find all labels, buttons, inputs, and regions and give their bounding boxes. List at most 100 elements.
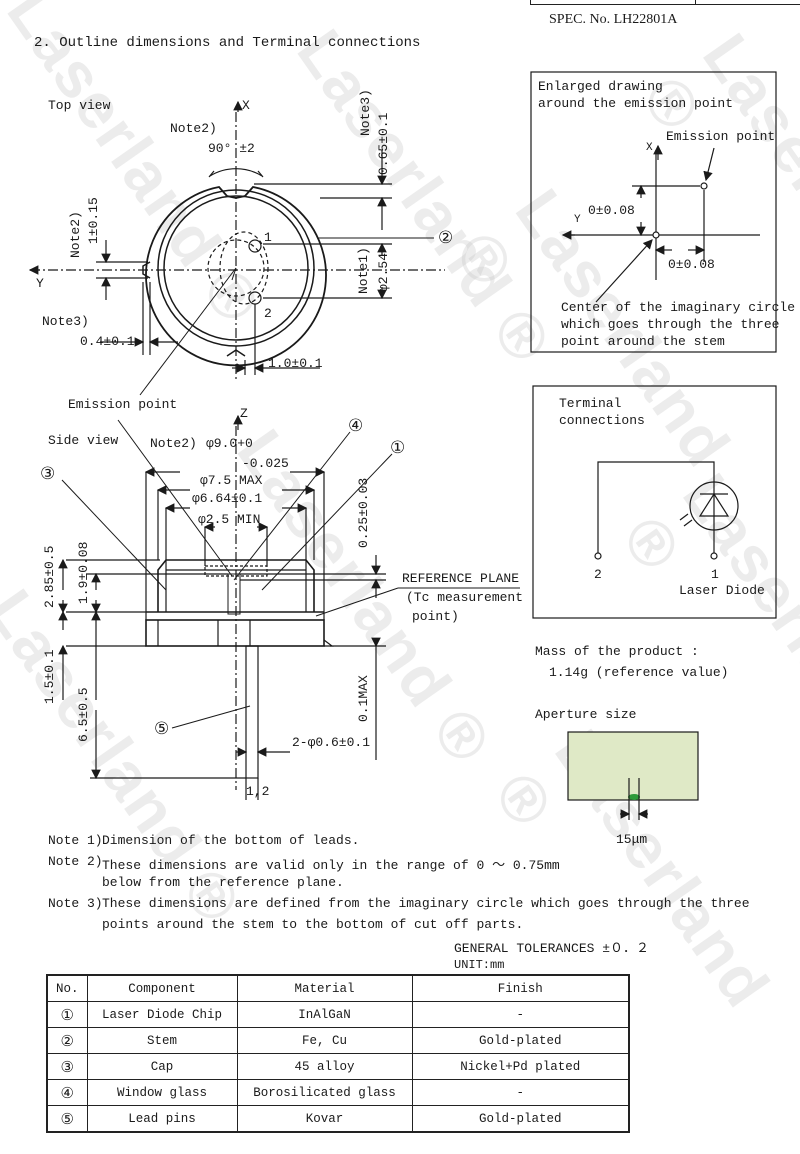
table-cell-material: 45 alloy [236,1053,413,1080]
table-cell-component: Cap [86,1053,238,1080]
dim-19: 1.9±0.08 [76,541,91,604]
enlarged-axis-x: X [646,142,653,154]
table-cell-material: InAlGaN [236,1001,413,1028]
top-axis-y-label: Y [36,276,44,291]
enlarged-axis-y: Y [574,214,581,226]
enlarged-dim-horizontal: 0±0.08 [668,257,715,272]
dim-75: φ7.5 MAX [200,473,263,488]
side-note2-label: Note2) [150,436,197,451]
note-2-text: These dimensions are valid only in the r… [102,858,560,873]
aperture-label: Aperture size [535,707,637,722]
mass-value: 1.14g (reference value) [549,665,729,680]
dim-65: 6.5±0.5 [76,687,91,742]
note-1-number: Note 1) [48,833,103,848]
enlarged-title-line1: Enlarged drawing [538,79,663,94]
angle-dimension: 90° ±2 [208,141,255,156]
table-row: ③ Cap 45 alloy Nickel+Pd plated [46,1053,630,1080]
table-cell-finish: Gold-plated [411,1105,630,1133]
table-cell-component: Lead pins [86,1105,238,1133]
enlarged-drawing [530,71,777,353]
pin1-label: 1 [264,230,272,245]
callout-4: ④ [348,416,364,435]
mass-label: Mass of the product : [535,644,699,659]
terminal-diagram [532,385,777,619]
table-cell-component: Laser Diode Chip [86,1001,238,1028]
table-header-no: No. [46,974,88,1002]
header-divider [695,0,696,4]
header-box [530,0,800,5]
leads-label: 1,2 [246,784,270,799]
dim-01: 0.1MAX [356,675,371,722]
unit-label: UNIT:mm [454,958,505,972]
general-tolerances: GENERAL TOLERANCES ±０．２ [454,941,650,956]
note1-label: Note1) [356,247,371,294]
aperture-diagram [567,731,699,820]
side-axis-z-label: Z [240,406,248,421]
enlarged-emission-label: Emission point [666,129,776,144]
note-3-continued: points around the stem to the bottom of … [102,917,524,932]
top-view-title: Top view [48,98,111,113]
dim-10: 1.0±0.1 [268,356,323,371]
callout-2: ② [438,228,454,247]
note3-left-label: Note3) [42,314,89,329]
note3-top-label: Note3) [358,89,373,136]
note2-left-label: Note2) [68,211,83,258]
table-cell-finish: - [411,1001,630,1028]
table-cell-finish: Nickel+Pd plated [411,1053,630,1080]
dim-285: 2.85±0.5 [42,545,57,608]
table-row: ⑤ Lead pins Kovar Gold-plated [46,1105,630,1133]
callout-5: ⑤ [154,719,170,738]
top-view-drawing [28,100,445,396]
enlarged-center-line3: point around the stem [561,334,725,349]
table-cell-component: Stem [86,1027,238,1054]
side-view-title: Side view [48,433,119,448]
table-row: ④ Window glass Borosilicated glass - [46,1079,630,1106]
dim-90-tolerance: -0.025 [242,456,289,471]
reference-plane-line1: REFERENCE PLANE [402,571,520,586]
table-cell-no: ② [46,1027,88,1054]
terminal-pin2-label: 2 [594,567,602,582]
callout-1: ① [390,438,406,457]
note-1-text: Dimension of the bottom of leads. [102,833,360,848]
dim-25: φ2.5 MIN [198,512,261,527]
note-2-continued: below from the reference plane. [102,875,344,890]
parts-table: No. Component Material Finish ① Laser Di… [46,974,630,1133]
dim-025: 0.25±0.03 [356,477,371,548]
note2-angle-label: Note2) [170,121,217,136]
table-cell-finish: Gold-plated [411,1027,630,1054]
side-view-drawing [58,414,520,800]
table-cell-finish: - [411,1079,630,1106]
terminal-title-line2: connections [559,413,645,428]
table-header-row: No. Component Material Finish [46,974,630,1002]
table-row: ② Stem Fe, Cu Gold-plated [46,1027,630,1054]
aperture-dimension: 15μm [616,832,648,847]
top-axis-x-label: X [242,98,250,113]
note-2-number: Note 2) [48,854,103,869]
table-row: ① Laser Diode Chip InAlGaN - [46,1001,630,1028]
laser-diode-label: Laser Diode [679,583,765,598]
reference-plane-line3: point) [412,609,459,624]
emission-point-label: Emission point [68,397,178,412]
dim-1: 1±0.15 [86,197,101,244]
dim-lead-diameter: 2-φ0.6±0.1 [292,735,371,750]
table-cell-no: ① [46,1001,88,1028]
terminal-pin1-label: 1 [711,567,719,582]
table-cell-component: Window glass [86,1079,238,1106]
table-header-finish: Finish [411,974,630,1002]
terminal-title-line1: Terminal [559,396,622,411]
spec-number: SPEC. No. LH22801A [549,12,678,27]
section-title: 2. Outline dimensions and Terminal conne… [34,35,421,51]
note-3-text: These dimensions are defined from the im… [102,896,750,911]
table-cell-material: Kovar [236,1105,413,1133]
dim-254: φ2.54 [376,252,391,292]
reference-plane-line2: (Tc measurement [406,590,524,605]
callout-3: ③ [40,464,56,483]
dim-664: φ6.64±0.1 [192,491,263,506]
dim-065: 0.65±0.1 [376,112,391,175]
enlarged-title-line2: around the emission point [538,96,734,111]
table-cell-no: ③ [46,1053,88,1080]
table-cell-material: Fe, Cu [236,1027,413,1054]
table-cell-no: ⑤ [46,1105,88,1133]
dim-15: 1.5±0.1 [42,649,57,704]
